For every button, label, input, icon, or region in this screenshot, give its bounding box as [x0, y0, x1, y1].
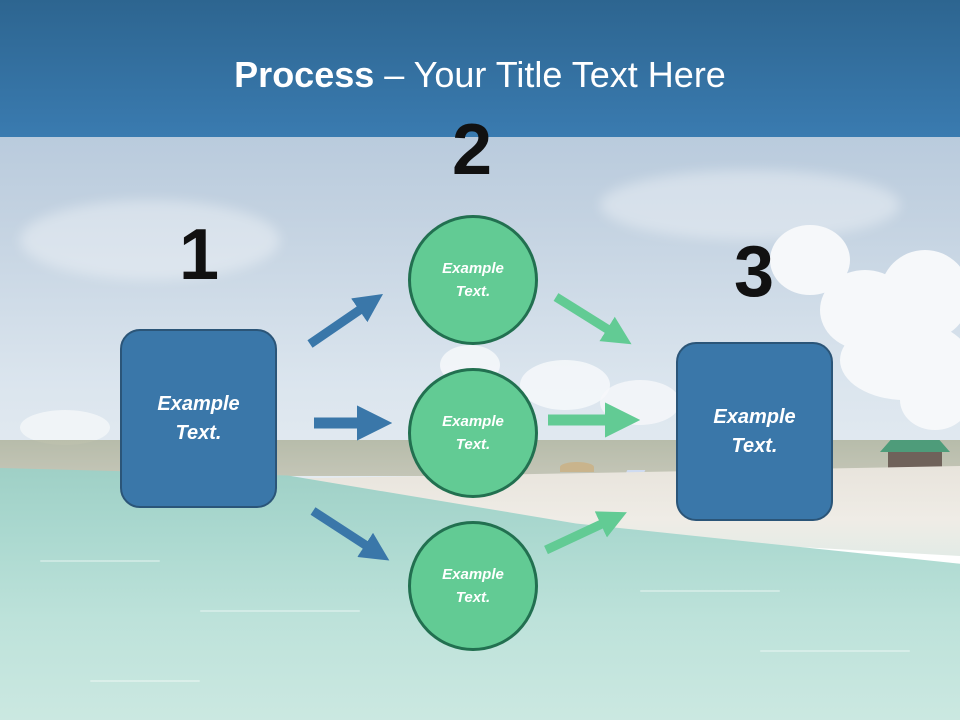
- cloud: [20, 410, 110, 445]
- arrow-2-bottom-to-3: [544, 511, 627, 555]
- step-2-circle-middle[interactable]: Example Text.: [408, 368, 538, 498]
- title-band: [0, 0, 960, 137]
- water-ripple: [40, 560, 160, 562]
- water-ripple: [760, 650, 910, 652]
- step-2-circle-top[interactable]: Example Text.: [408, 215, 538, 345]
- water-ripple: [640, 590, 780, 592]
- step-1-text: Example Text.: [157, 392, 240, 444]
- cloud: [900, 370, 960, 430]
- step-2-middle-text: Example Text.: [442, 413, 504, 453]
- step-number-2: 2: [451, 110, 493, 190]
- water-ripple: [90, 680, 200, 682]
- step-2-top-text: Example Text.: [442, 260, 504, 300]
- step-number-1: 1: [178, 215, 220, 295]
- step-2-circle-bottom[interactable]: Example Text.: [408, 521, 538, 651]
- step-3-box[interactable]: Example Text.: [676, 342, 833, 521]
- step-1-box[interactable]: Example Text.: [120, 329, 277, 508]
- step-2-bottom-text: Example Text.: [442, 566, 504, 606]
- title-bold-part: Process: [234, 54, 375, 95]
- haze: [600, 170, 900, 240]
- arrow-1-to-2-top: [307, 293, 384, 348]
- arrow-2-top-to-3: [553, 293, 632, 345]
- slide-title[interactable]: Process – Your Title Text Here: [0, 52, 960, 98]
- arrow-1-to-2-bottom: [310, 507, 390, 561]
- beach-umbrella: [560, 462, 594, 472]
- step-number-3: 3: [733, 232, 775, 312]
- title-rest-part: – Your Title Text Here: [374, 54, 726, 95]
- cloud: [520, 360, 610, 410]
- water-ripple: [200, 610, 360, 612]
- haze: [20, 200, 280, 280]
- step-3-text: Example Text.: [713, 405, 796, 457]
